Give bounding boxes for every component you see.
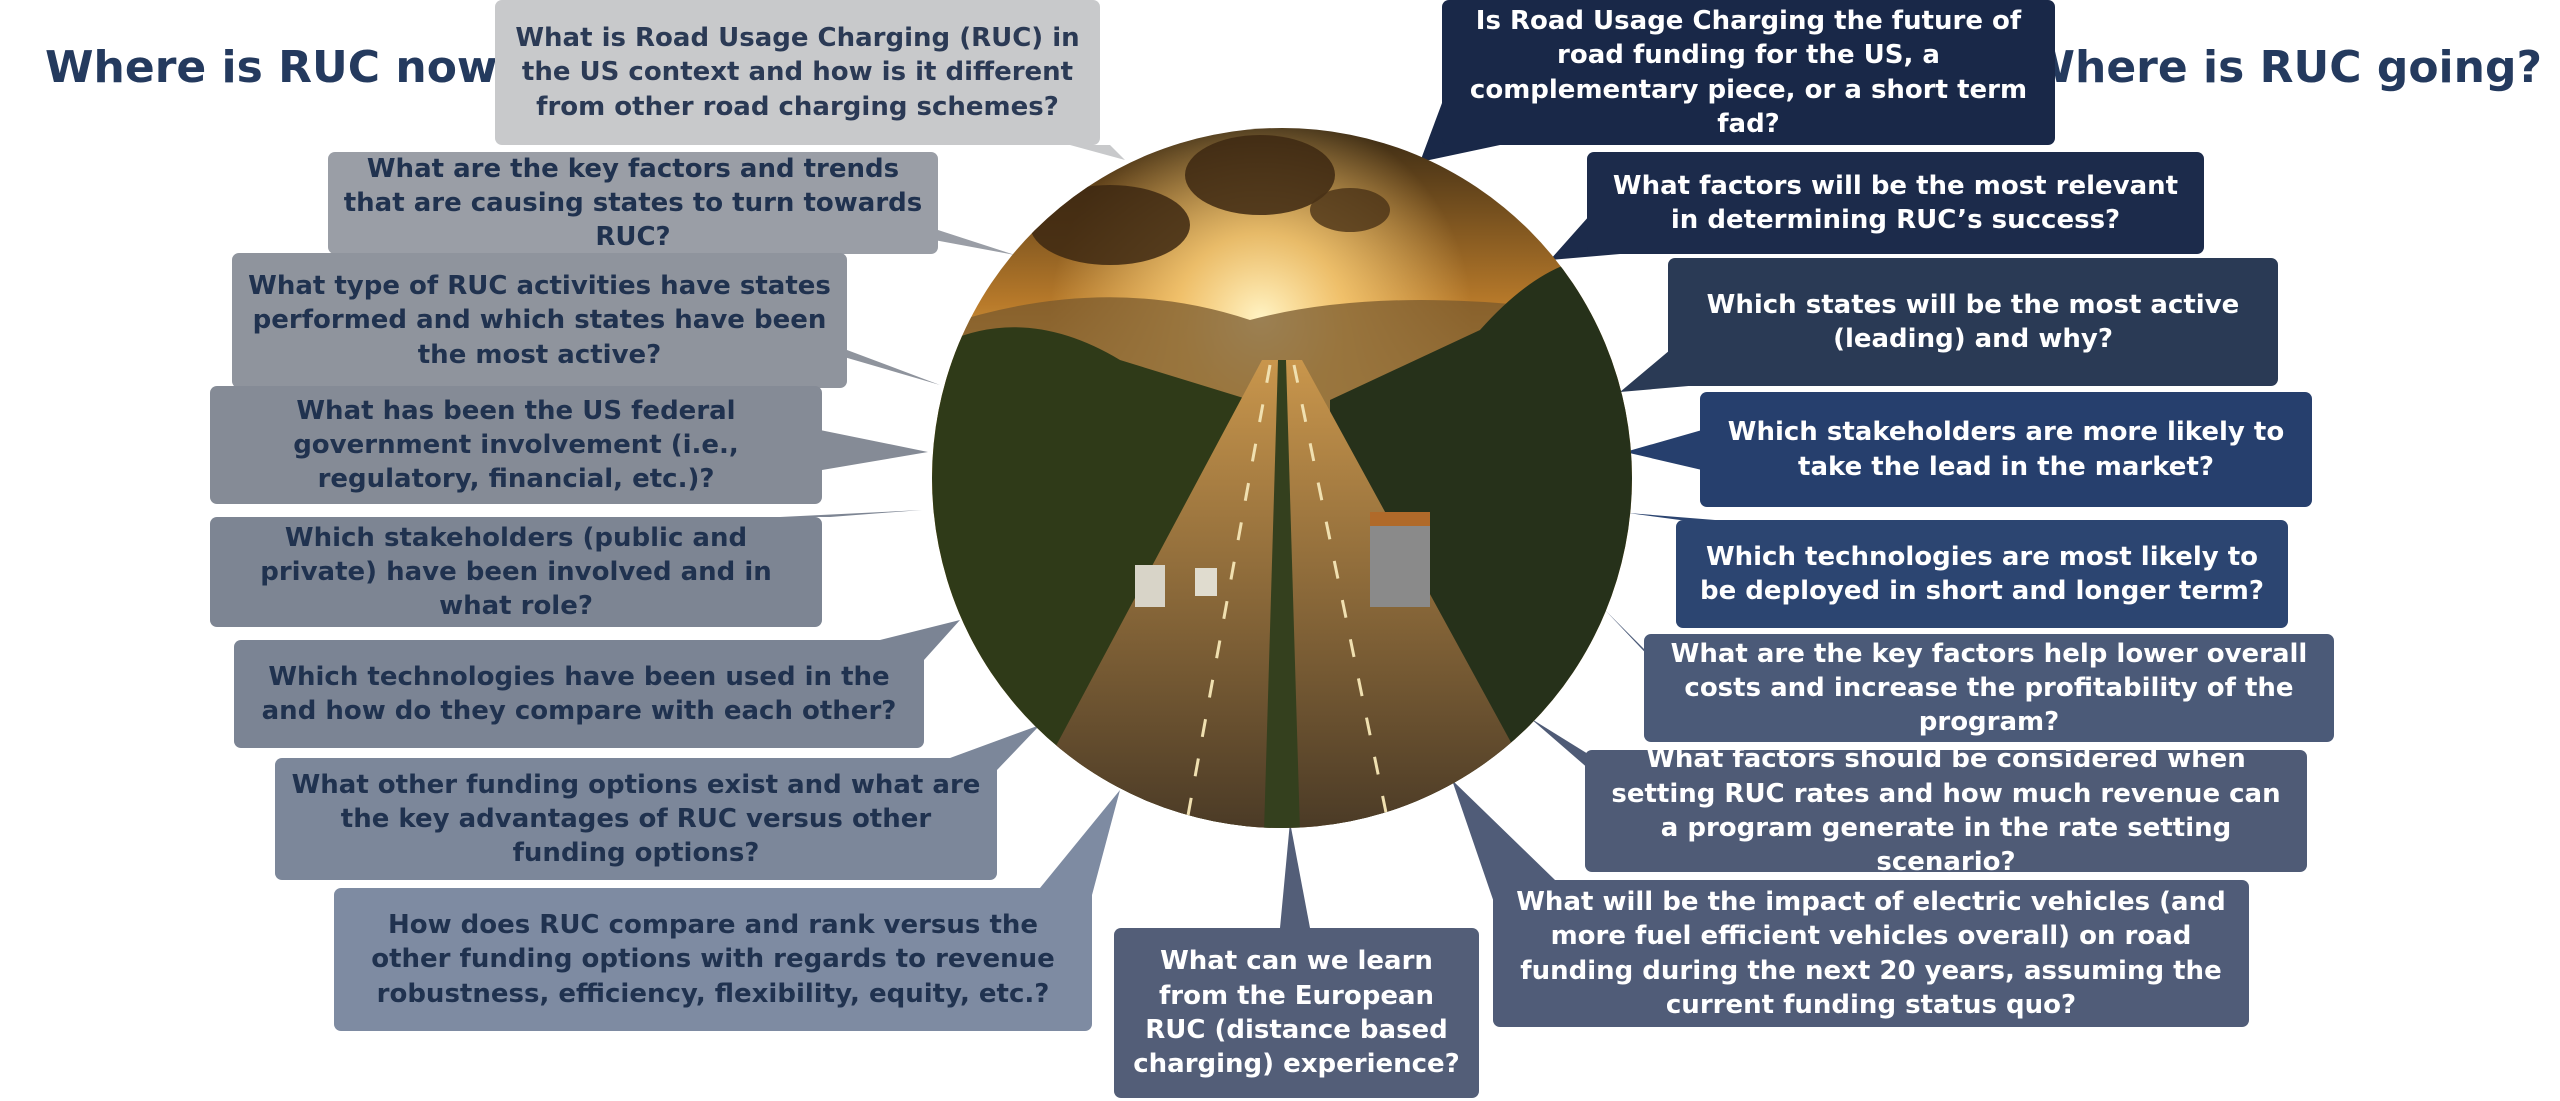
left-question-bubble-3-text: What type of RUC activities have states … <box>248 271 831 370</box>
right-question-bubble-3: Which states will be the most active (le… <box>1668 258 2278 386</box>
left-question-bubble-7-text: What other funding options exist and wha… <box>291 769 981 869</box>
heading-where-is-ruc-now: Where is RUC now? <box>45 42 524 93</box>
left-question-bubble-1-tail <box>1070 145 1125 160</box>
right-question-bubble-8-text: What will be the impact of electric vehi… <box>1516 886 2226 1020</box>
left-question-bubble-1-text: What is Road Usage Charging (RUC) in the… <box>515 23 1080 122</box>
left-question-bubble-8-tail <box>1040 790 1120 895</box>
left-question-bubble-5-tail <box>780 510 922 517</box>
right-question-bubble-6: What are the key factors help lower over… <box>1644 634 2334 742</box>
left-question-bubble-6-text: Which technologies have been used in the… <box>261 661 897 726</box>
right-question-bubble-5-text: Which technologies are most likely to be… <box>1700 541 2264 606</box>
left-question-bubble-3: What type of RUC activities have states … <box>232 253 847 388</box>
left-question-bubble-4-tail <box>820 430 928 470</box>
right-question-bubble-1: Is Road Usage Charging the future of roa… <box>1442 0 2055 145</box>
left-question-bubble-3-tail <box>820 350 940 385</box>
left-question-bubble-4: What has been the US federal government … <box>210 386 822 504</box>
left-question-bubble-5-text: Which stakeholders (public and private) … <box>260 522 772 622</box>
right-question-bubble-1-text: Is Road Usage Charging the future of roa… <box>1469 5 2028 139</box>
right-question-bubble-4-tail <box>1625 430 1702 470</box>
right-question-bubble-4-text: Which stakeholders are more likely to ta… <box>1727 417 2285 482</box>
right-question-bubble-5: Which technologies are most likely to be… <box>1676 520 2288 628</box>
right-question-bubble-5-tail <box>1628 513 1715 520</box>
center-question-bubble: What can we learn from the European RUC … <box>1114 928 1479 1098</box>
left-question-bubble-2-text: What are the key factors and trends that… <box>343 153 923 253</box>
heading-where-is-ruc-going: Where is RUC going? <box>2026 42 2542 93</box>
left-question-bubble-8: How does RUC compare and rank versus the… <box>334 888 1092 1031</box>
right-question-bubble-6-text: What are the key factors help lower over… <box>1670 638 2308 738</box>
right-question-bubble-2: What factors will be the most relevant i… <box>1587 152 2204 254</box>
left-question-bubble-6: Which technologies have been used in the… <box>234 640 924 748</box>
left-question-bubble-1: What is Road Usage Charging (RUC) in the… <box>495 0 1100 145</box>
right-question-bubble-4: Which stakeholders are more likely to ta… <box>1700 392 2312 507</box>
center-question-bubble-tail <box>1280 822 1310 928</box>
left-question-bubble-2: What are the key factors and trends that… <box>328 152 938 254</box>
left-question-bubble-7: What other funding options exist and wha… <box>275 758 997 880</box>
left-question-bubble-4-text: What has been the US federal government … <box>293 395 739 495</box>
right-question-bubble-3-text: Which states will be the most active (le… <box>1706 289 2240 354</box>
center-question-bubble-text: What can we learn from the European RUC … <box>1133 946 1460 1080</box>
right-question-bubble-7-text: What factors should be considered when s… <box>1611 744 2281 878</box>
right-question-bubble-2-text: What factors will be the most relevant i… <box>1612 170 2179 235</box>
left-question-bubble-8-text: How does RUC compare and rank versus the… <box>371 910 1055 1009</box>
right-question-bubble-7: What factors should be considered when s… <box>1585 744 2307 877</box>
left-question-bubble-5: Which stakeholders (public and private) … <box>210 517 822 627</box>
right-question-bubble-8: What will be the impact of electric vehi… <box>1493 880 2249 1027</box>
